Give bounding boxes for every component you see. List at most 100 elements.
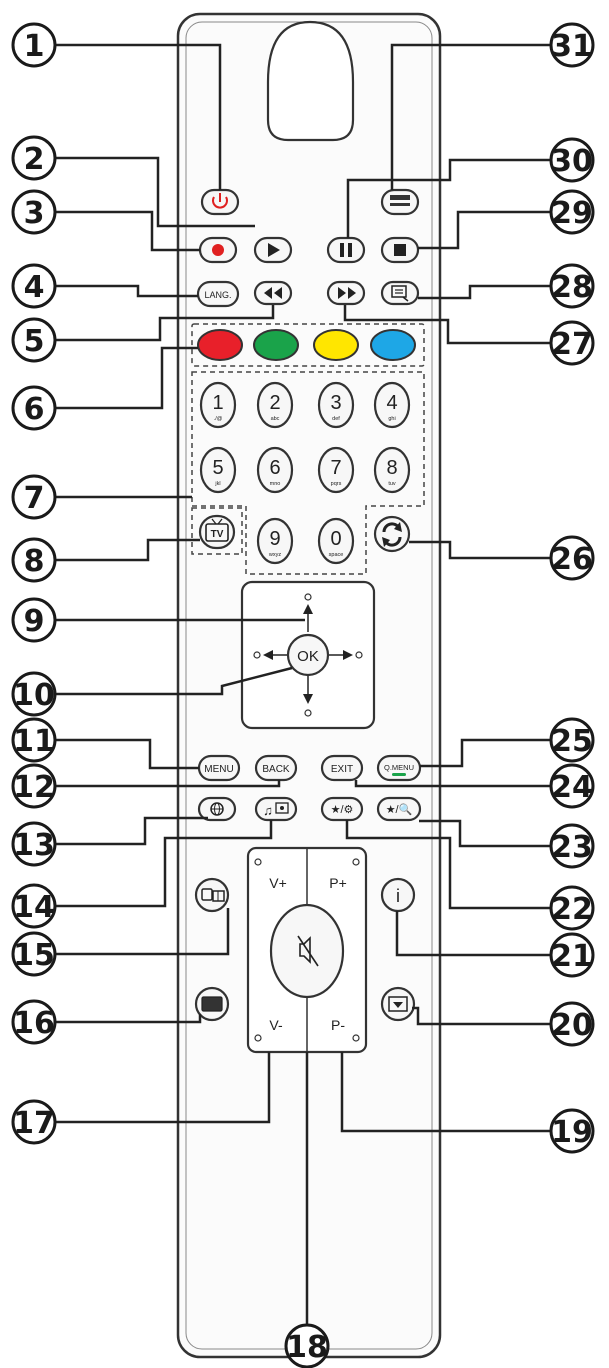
volume-down-button[interactable]: V- <box>254 1017 283 1042</box>
number-5-sublabel: jkl <box>214 481 220 487</box>
media-browser-button[interactable]: ♫ <box>254 796 298 822</box>
callout-17-label: 17 <box>13 1106 55 1141</box>
callout-3: 3 <box>11 189 57 235</box>
callout-16-label: 16 <box>13 1006 55 1041</box>
callout-7: 7 <box>11 474 57 520</box>
callout-14: 14 <box>11 883 57 929</box>
program-up-button[interactable]: P+ <box>329 858 360 891</box>
arrow-left-icon <box>263 650 273 660</box>
leader-lines <box>55 43 552 1346</box>
info-button[interactable]: i <box>380 877 416 913</box>
callout-18: 18 <box>284 1323 330 1368</box>
qmenu-button[interactable]: Q.MENU <box>376 754 422 782</box>
volume-up-button[interactable]: V+ <box>254 858 287 891</box>
swap-button[interactable] <box>373 515 411 553</box>
tv-group <box>191 507 243 555</box>
callout-26: 26 <box>549 535 595 581</box>
program-down-button[interactable]: P- <box>331 1017 360 1042</box>
nav-right-button[interactable] <box>328 650 363 660</box>
callout-21-label: 21 <box>551 939 593 974</box>
internet-button[interactable] <box>197 796 237 822</box>
callout-30: 30 <box>549 137 595 183</box>
callout-22-label: 22 <box>551 892 593 927</box>
callout-4-label: 4 <box>24 270 45 305</box>
fav-subtitle-button[interactable]: ★/⚙ <box>320 796 364 822</box>
record-button[interactable] <box>198 236 238 264</box>
nav-down-button[interactable] <box>303 676 313 717</box>
number-4-sublabel: ghi <box>388 416 395 422</box>
callout-2: 2 <box>11 135 57 181</box>
mute-icon <box>297 935 319 967</box>
menu-label: MENU <box>204 764 233 775</box>
red-key-button[interactable] <box>197 329 243 361</box>
callout-9-label: 9 <box>24 604 45 639</box>
nav-up-button[interactable] <box>303 593 313 632</box>
callout-25-label: 25 <box>551 724 593 759</box>
tv-button[interactable]: TV <box>198 514 236 550</box>
pause-button[interactable] <box>326 236 366 264</box>
number-4-label: 4 <box>386 392 397 414</box>
ok-button[interactable]: OK <box>286 633 330 677</box>
callout-2-label: 2 <box>24 142 45 177</box>
callout-5-label: 5 <box>24 324 45 359</box>
callout-28-label: 28 <box>551 270 593 305</box>
exit-label: EXIT <box>331 764 353 775</box>
program-down-label: P- <box>331 1017 345 1033</box>
text-button[interactable] <box>380 280 420 306</box>
fav-search-button[interactable]: ★/🔍 <box>376 796 422 822</box>
stop-button[interactable] <box>380 236 420 264</box>
callout-8: 8 <box>11 537 57 583</box>
callout-13-label: 13 <box>13 828 55 863</box>
power-button[interactable] <box>200 188 240 216</box>
callout-17: 17 <box>11 1099 57 1145</box>
callout-12: 12 <box>11 763 57 809</box>
subtitle-button[interactable] <box>380 188 420 216</box>
exit-button[interactable]: EXIT <box>320 754 364 782</box>
callout-11-label: 11 <box>13 724 55 759</box>
number-2-sublabel: abc <box>271 416 280 422</box>
callout-15-label: 15 <box>13 938 55 973</box>
callout-29-label: 29 <box>551 196 593 231</box>
callout-30-label: 30 <box>551 144 593 179</box>
callout-20: 20 <box>549 1001 595 1047</box>
callout-23: 23 <box>549 823 595 869</box>
blue-key-button[interactable] <box>370 329 416 361</box>
callout-1: 1 <box>11 22 57 68</box>
number-9-label: 9 <box>269 528 280 550</box>
mute-button[interactable] <box>269 903 345 999</box>
fast-forward-button[interactable] <box>326 280 366 306</box>
callout-7-label: 7 <box>24 481 45 516</box>
back-button[interactable]: BACK <box>254 754 298 782</box>
nav-left-button[interactable] <box>253 650 288 660</box>
arrow-down-icon <box>303 694 313 704</box>
volume-up-label: V+ <box>269 875 287 891</box>
epg-button[interactable] <box>194 877 230 913</box>
yellow-key-button[interactable] <box>313 329 359 361</box>
number-4-button[interactable]: 4 ghi <box>373 381 411 429</box>
menu-button[interactable]: MENU <box>197 754 241 782</box>
play-button[interactable] <box>253 236 293 264</box>
number-1-button[interactable]: 1./@ <box>199 381 237 429</box>
swap-icon <box>382 522 402 547</box>
svg-text:♫: ♫ <box>263 803 273 818</box>
rewind-button[interactable] <box>253 280 293 306</box>
screen-button[interactable] <box>194 986 230 1022</box>
green-key-button[interactable] <box>253 329 299 361</box>
callout-5: 5 <box>11 317 57 363</box>
lang-button[interactable]: LANG. <box>196 280 240 308</box>
rewind-icon <box>264 287 282 299</box>
callout-31: 31 <box>549 22 595 68</box>
subtitle-icon <box>390 195 410 206</box>
source-button[interactable] <box>380 986 416 1022</box>
callout-24-label: 24 <box>551 770 593 805</box>
callout-18-label: 18 <box>286 1330 328 1365</box>
screen-icon <box>201 996 223 1012</box>
